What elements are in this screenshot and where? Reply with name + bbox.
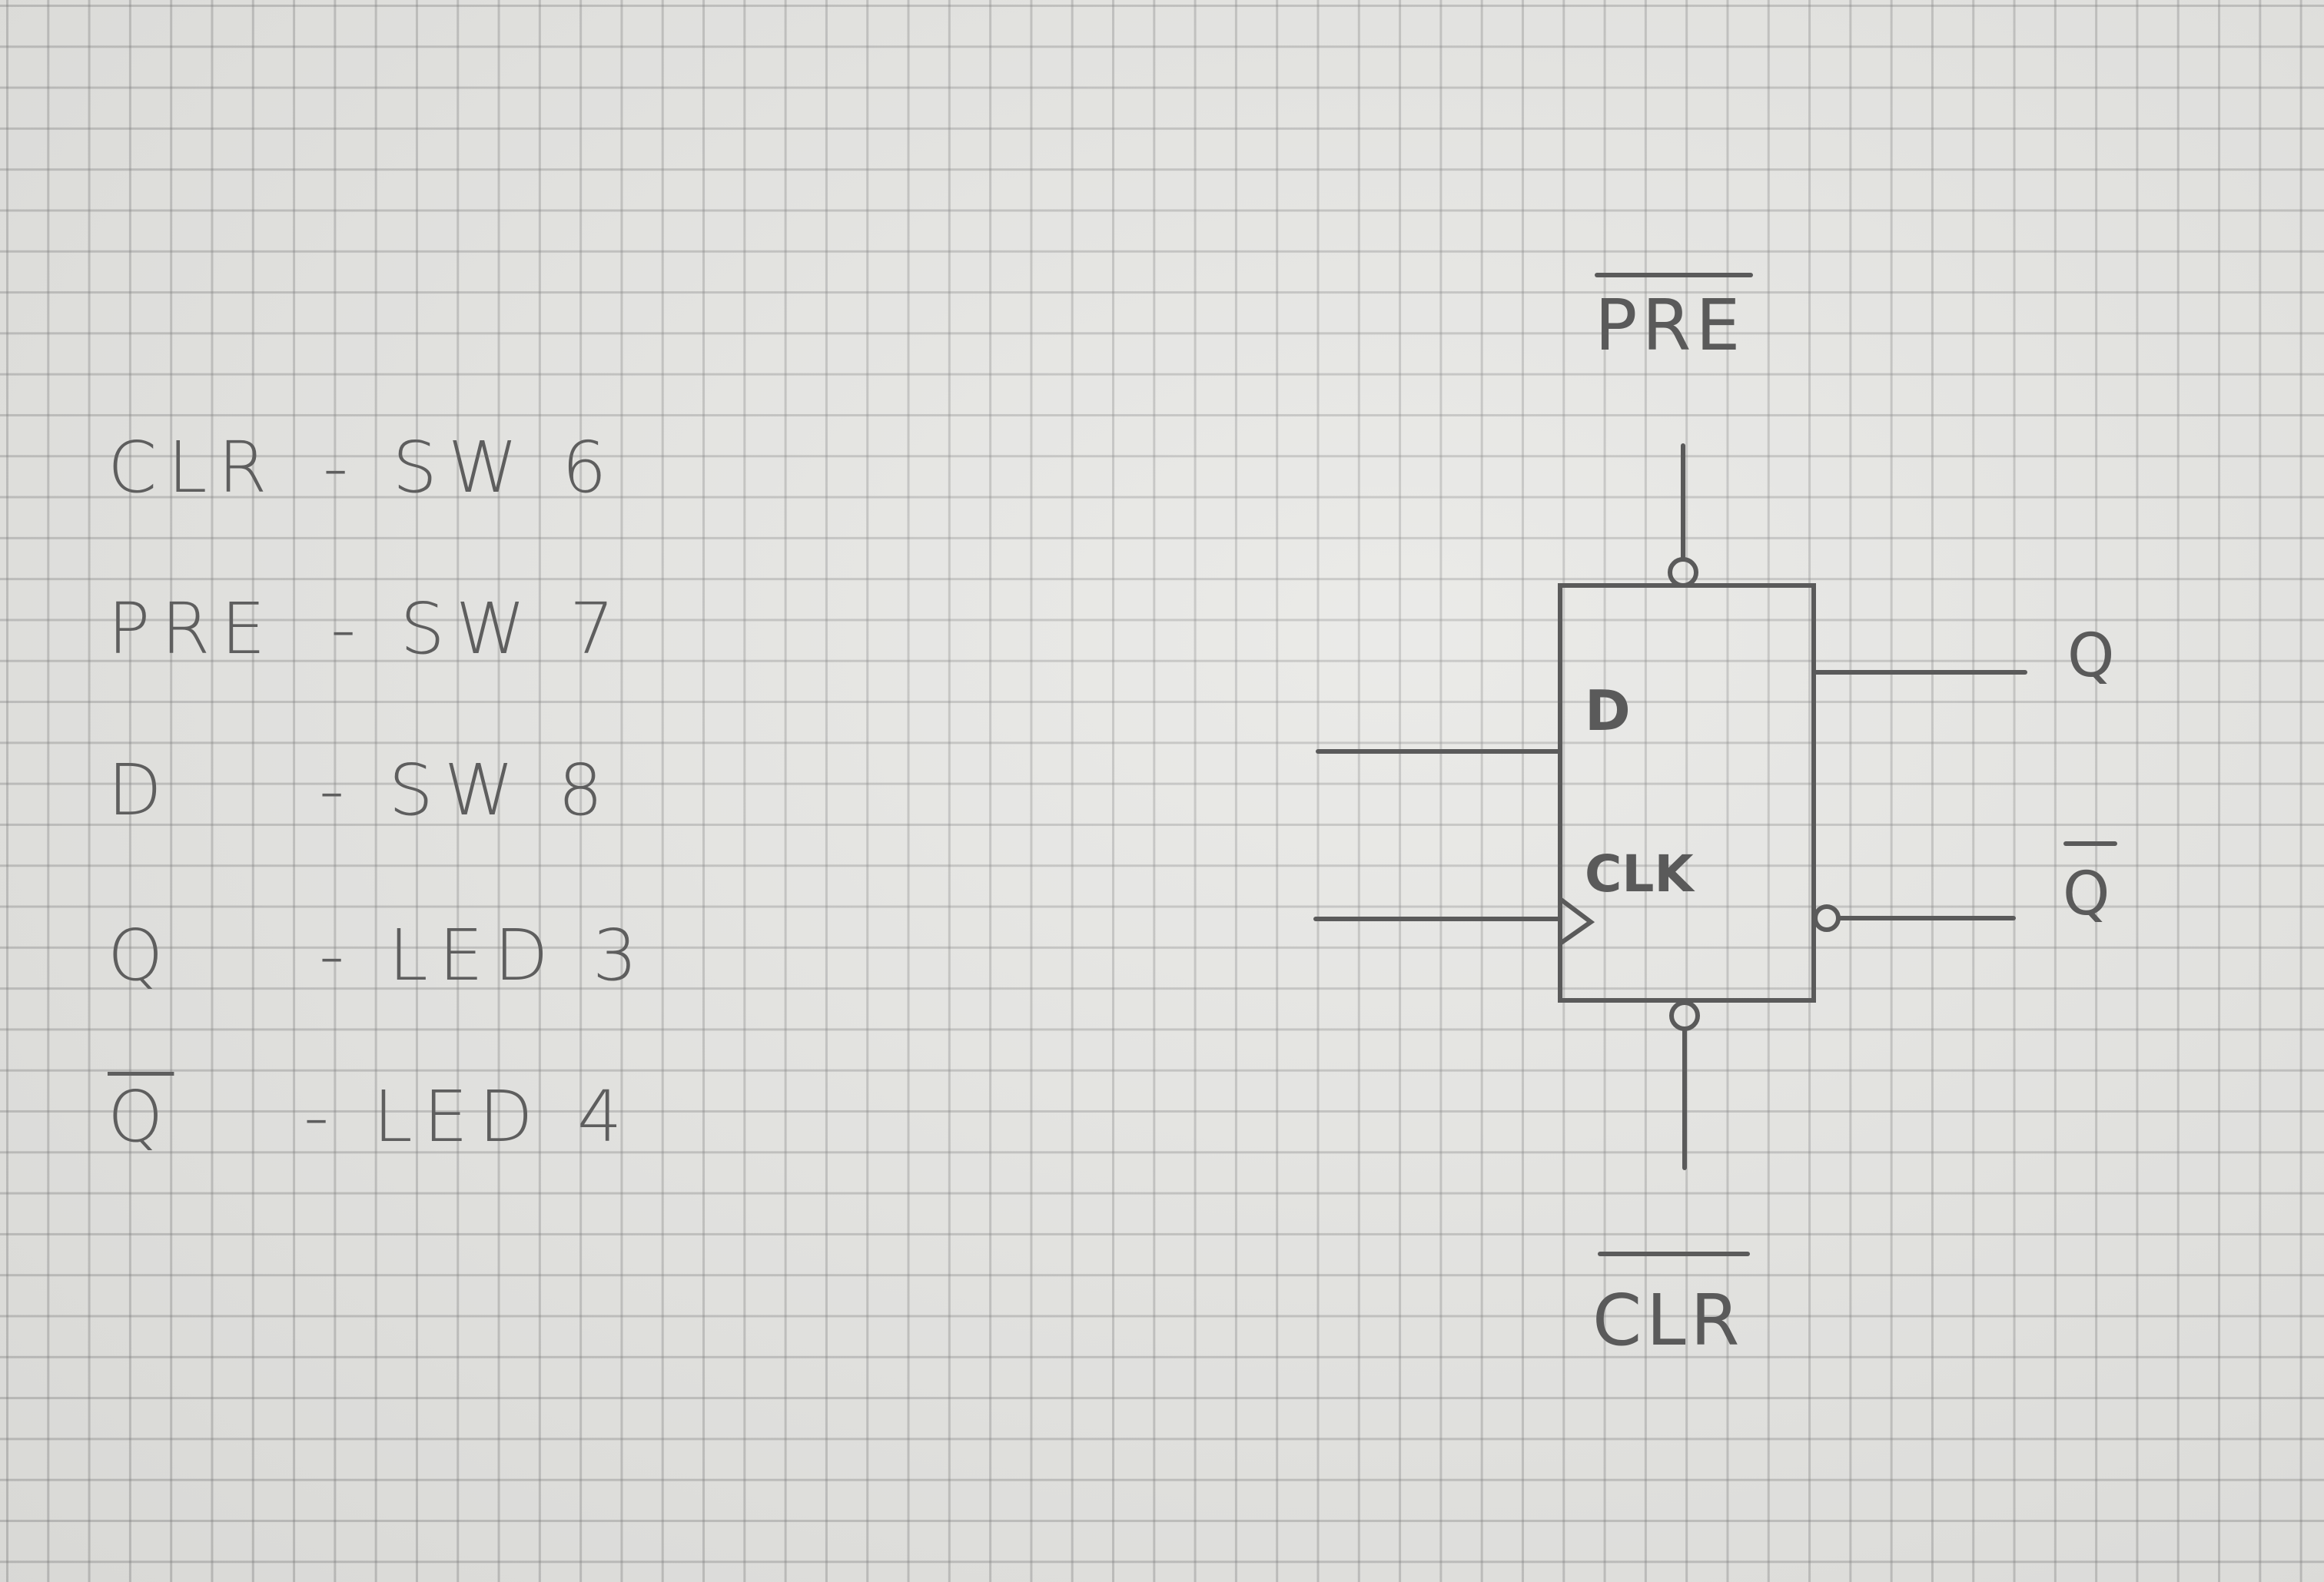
d-pin-label: D (1585, 678, 1631, 743)
mapping-device: - SW 7 (330, 588, 626, 670)
clr-bubble (1669, 1000, 1700, 1031)
mapping-signal: Q (108, 914, 174, 997)
mapping-row-d: D - SW 8 (108, 749, 799, 841)
mapping-signal: D (108, 749, 173, 831)
clk-pin-label: CLK (1585, 844, 1695, 904)
mapping-signal: Q (108, 1076, 174, 1158)
mapping-device: - SW 8 (319, 749, 614, 831)
qbar-bubble (1813, 904, 1841, 932)
flipflop-body (1558, 583, 1816, 1003)
mapping-device: - LED 4 (304, 1076, 633, 1158)
mapping-device: - SW 6 (323, 426, 618, 509)
mapping-row-pre: PRE - SW 7 (108, 588, 799, 680)
q-output-label: Q (2067, 622, 2114, 691)
mapping-row-clr: CLR - SW 6 (108, 426, 799, 519)
pin-mapping-list: CLR - SW 6 PRE - SW 7 D - SW 8 Q - LED 3… (108, 426, 799, 1195)
mapping-signal: CLR (108, 426, 278, 509)
clr-label: CLR (1592, 1279, 1744, 1361)
pre-bubble (1668, 557, 1698, 588)
mapping-signal: PRE (108, 588, 277, 670)
mapping-row-qbar: Q - LED 4 (108, 1076, 799, 1168)
mapping-row-q: Q - LED 3 (108, 914, 799, 1007)
pre-label: PRE (1595, 284, 1745, 366)
qbar-output-label: Q (2063, 860, 2110, 929)
mapping-device: - LED 3 (319, 914, 649, 997)
clk-triangle (1558, 897, 1595, 946)
